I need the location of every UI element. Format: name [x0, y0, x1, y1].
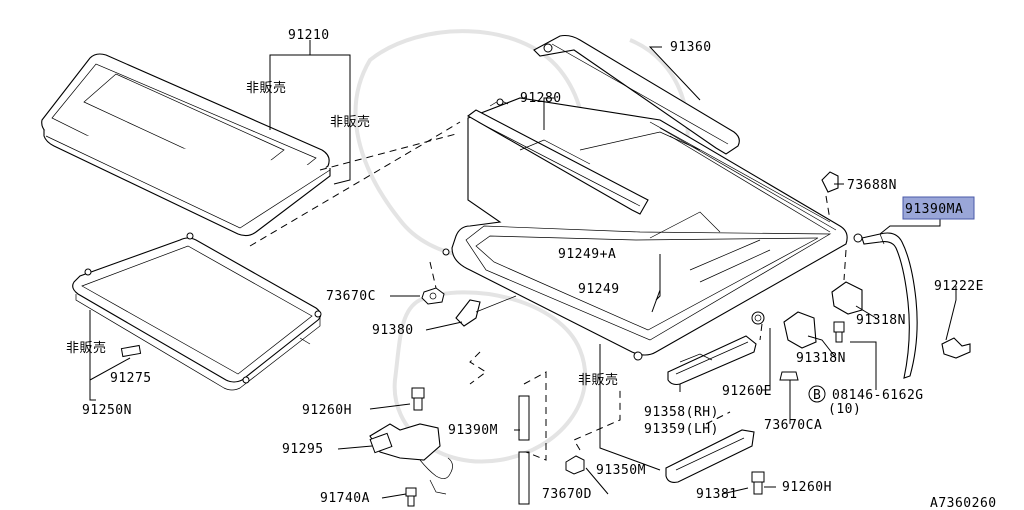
bolt-08146[interactable] [833, 321, 845, 343]
grommet-73670ca[interactable] [779, 371, 799, 381]
label-73670c[interactable]: 73670C [326, 289, 376, 304]
clip-73688n[interactable] [821, 171, 839, 193]
bolt-symbol-circle [808, 385, 826, 403]
label-91380[interactable]: 91380 [372, 323, 414, 338]
label-91210[interactable]: 91210 [288, 28, 330, 43]
label-not-sold-2: 非販売 [330, 114, 371, 130]
dashed-guides [249, 121, 847, 461]
label-91318n-2[interactable]: 91318N [796, 351, 846, 366]
label-91390m[interactable]: 91390M [448, 423, 498, 438]
label-91390ma[interactable]: 91390MA [905, 202, 963, 217]
bolt-symbol-letter: B [813, 388, 821, 403]
label-91249[interactable]: 91249 [578, 282, 620, 297]
leader-lines [89, 40, 957, 499]
glass-panel-91210[interactable] [41, 53, 331, 237]
label-08146[interactable]: 08146-6162G [832, 388, 924, 403]
label-91275[interactable]: 91275 [110, 371, 152, 386]
label-91280[interactable]: 91280 [520, 91, 562, 106]
clip-91222e[interactable] [941, 337, 971, 359]
label-73688n[interactable]: 73688N [847, 178, 897, 193]
wind-deflector-91360[interactable] [533, 34, 740, 155]
label-73670ca[interactable]: 73670CA [764, 418, 822, 433]
label-08146-qty: (10) [828, 402, 861, 417]
label-91260e[interactable]: 91260E [722, 384, 772, 399]
nut-73670d[interactable] [565, 455, 585, 475]
label-91249a[interactable]: 91249+A [558, 247, 616, 262]
label-not-sold-1: 非販売 [246, 80, 287, 96]
label-73670d[interactable]: 73670D [542, 487, 592, 502]
label-91740a[interactable]: 91740A [320, 491, 370, 506]
sunroof-frame[interactable] [442, 97, 863, 361]
grommet-91260e[interactable] [751, 311, 765, 325]
label-91359[interactable]: 91359(LH) [644, 422, 719, 437]
diagram-id: A7360260 [930, 496, 997, 510]
label-91250n[interactable]: 91250N [82, 403, 132, 418]
label-91381[interactable]: 91381 [696, 487, 738, 502]
label-not-sold-3: 非販売 [66, 340, 107, 356]
drain-hose-91390ma[interactable] [861, 232, 918, 379]
label-91318n-1[interactable]: 91318N [856, 313, 906, 328]
bolt-91260h-2[interactable] [751, 471, 765, 495]
bolt-91260h-1[interactable] [411, 387, 425, 411]
callout-highlight [902, 196, 975, 220]
label-91260h-2[interactable]: 91260H [782, 480, 832, 495]
drain-hose-91390m[interactable] [518, 395, 530, 505]
label-91350m[interactable]: 91350M [596, 463, 646, 478]
callout-labels: 91210 非販売 非販売 91360 91280 73688N 91390MA… [66, 28, 997, 510]
motor-91295[interactable] [369, 423, 453, 495]
guide-rail-91358[interactable] [667, 335, 757, 386]
label-91222e[interactable]: 91222E [934, 279, 984, 294]
bracket-91318n[interactable] [783, 281, 863, 349]
sunshade-91250n[interactable] [72, 232, 322, 391]
bracket-91380[interactable] [455, 295, 517, 327]
nut-73670c[interactable] [421, 287, 445, 305]
rail-91381[interactable] [665, 429, 755, 483]
label-91360[interactable]: 91360 [670, 40, 712, 55]
label-91358[interactable]: 91358(RH) [644, 405, 719, 420]
screw-91740a[interactable] [405, 487, 417, 507]
label-91295[interactable]: 91295 [282, 442, 324, 457]
label-91260h-1[interactable]: 91260H [302, 403, 352, 418]
label-not-sold-4: 非販売 [578, 372, 619, 388]
